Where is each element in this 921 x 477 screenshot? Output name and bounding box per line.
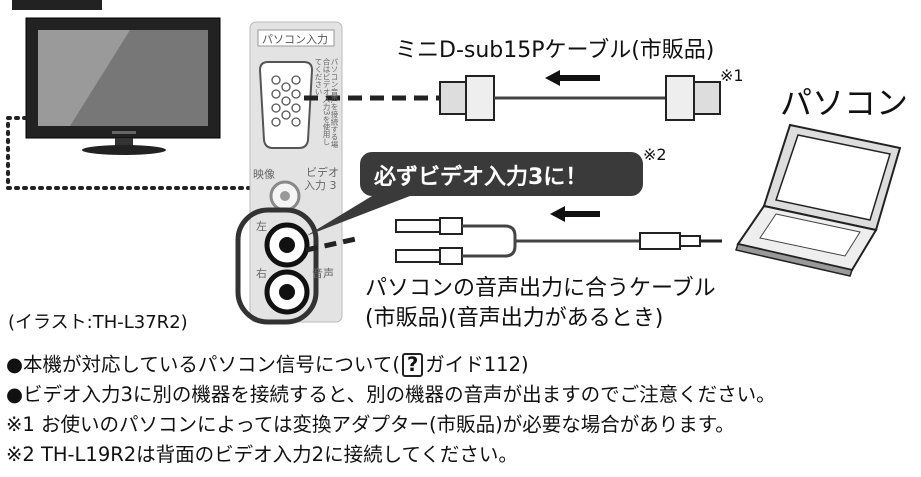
tv-illustration — [25, 17, 221, 155]
vga-cable — [304, 75, 721, 121]
illustration-caption: (イラスト:TH-L37R2) — [8, 312, 188, 333]
note-line-1-prefix: ●本機が対応しているパソコン信号について( — [6, 353, 400, 376]
guide-icon: ? — [401, 353, 424, 377]
tv-leader-line — [6, 116, 310, 190]
terminal-panel — [235, 21, 343, 325]
note-line-1-suffix: ガイド112) — [425, 353, 529, 376]
panel-right-label: 右 — [256, 267, 267, 280]
panel-title: パソコン入力 — [262, 33, 328, 46]
pc-label: パソコン — [780, 84, 909, 122]
panel-video-input-num: 入力 3 — [304, 179, 337, 192]
audio-cable-label-line2: (市販品)(音声出力があるとき) — [365, 306, 664, 331]
video-input-callout: 必ずビデオ入力3に！ — [360, 152, 643, 196]
panel-audio-label: 音声 — [312, 267, 334, 280]
note2-mark: ※2 — [643, 145, 667, 164]
note-line-2: ●ビデオ入力3に別の機器を接続すると、別の機器の音声が出ますのでご注意ください。 — [6, 383, 776, 406]
vga-direction-arrow — [545, 70, 600, 86]
note-line-3: ※1 お使いのパソコンによっては変換アダプター(市販品)が必要な場合があります。 — [6, 413, 735, 436]
panel-video-input-label: ビデオ — [306, 166, 339, 179]
header-tab — [12, 0, 102, 10]
note-line-4: ※2 TH-L19R2は背面のビデオ入力2に接続してください。 — [6, 443, 518, 466]
panel-video-jack-label: 映像 — [253, 168, 275, 181]
laptop-illustration — [735, 123, 902, 277]
vga-cable-label: ミニD-sub15Pケーブル(市販品) — [395, 38, 715, 63]
panel-vga-note: パソコン音声を接続する場合はビデオ入力3を使用してください — [314, 58, 339, 148]
audio-direction-arrow — [550, 206, 600, 222]
note1-mark: ※1 — [720, 66, 744, 85]
notes-block: ●本機が対応しているパソコン信号について(?ガイド112) ●ビデオ入力3に別の… — [6, 350, 776, 470]
callout-text: 必ずビデオ入力3に！ — [374, 165, 588, 190]
callout-pointer — [306, 196, 410, 236]
panel-left-label: 左 — [256, 220, 267, 233]
audio-cable — [305, 217, 722, 265]
audio-cable-label-line1: パソコンの音声出力に合うケーブル — [365, 276, 716, 301]
note-line-1: ●本機が対応しているパソコン信号について(?ガイド112) — [6, 350, 776, 380]
